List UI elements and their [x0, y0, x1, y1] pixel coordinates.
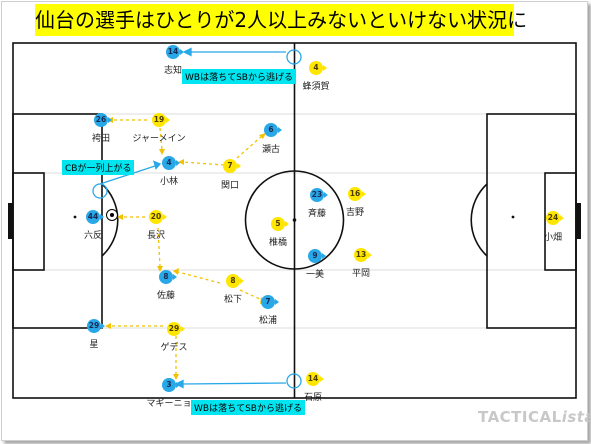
blue-player-name: 松浦	[258, 316, 278, 326]
left-penalty-arc	[101, 183, 119, 257]
blue-player-name: 一美	[305, 270, 325, 280]
yellow-player-marker: 14	[306, 372, 324, 386]
yellow-player-marker: 13	[354, 248, 372, 262]
right-penalty-spot	[511, 215, 515, 219]
yellow-arrowhead-10	[173, 374, 179, 380]
target-circle-top	[286, 49, 302, 65]
yellow-player-marker: 19	[152, 113, 170, 127]
yellow-press-arrow-3	[182, 161, 225, 166]
yellow-press-arrow-6	[157, 227, 161, 268]
blue-player-name: 斉藤	[307, 209, 327, 219]
blue-arrowhead-middle	[153, 160, 162, 170]
yellow-press-arrow-4	[236, 135, 263, 159]
yellow-player-marker: 5	[271, 217, 289, 231]
blue-arrowhead-top	[182, 47, 192, 57]
yellow-player-name: 石原	[303, 393, 323, 403]
blue-player-name: 瀬古	[261, 145, 281, 155]
blue-player-marker: 23	[310, 188, 328, 202]
blue-player-marker: 7	[261, 295, 279, 309]
yellow-player-marker: 16	[348, 187, 366, 201]
blue-run-arrow-bottom	[181, 382, 287, 385]
blue-player-marker: 44	[86, 210, 104, 224]
yellow-player-name: 吉野	[345, 208, 365, 218]
note-top: WBは落ちてSBから逃げる	[182, 69, 296, 84]
yellow-arrowhead-4	[259, 133, 266, 139]
yellow-player-name: 小畑	[543, 233, 563, 243]
yellow-player-name: 平岡	[351, 269, 371, 279]
yellow-player-marker: 4	[309, 61, 327, 75]
blue-player-marker: 3	[162, 378, 180, 392]
center-spot	[292, 218, 297, 222]
brand-part-2: ista	[561, 408, 591, 426]
yellow-player-name: 長沢	[146, 231, 166, 241]
blue-player-marker: 14	[166, 45, 184, 59]
right-goal	[576, 203, 581, 239]
blue-player-name: 志知	[163, 66, 183, 76]
note-middle: CBが一列上がる	[62, 160, 135, 175]
note-bottom: WBは落ちてSBから逃げる	[191, 400, 305, 415]
yellow-player-marker: 8	[226, 274, 244, 288]
yellow-player-name: ゲデス	[160, 343, 188, 353]
brand-part-1: TACTICAL	[478, 408, 562, 426]
brand-watermark: TACTICALista	[478, 408, 591, 426]
blue-player-name: 星	[89, 340, 99, 350]
right-penalty-box	[486, 113, 577, 329]
yellow-player-name: 蜂須賀	[302, 82, 330, 92]
yellow-arrowhead-9	[105, 323, 111, 329]
yellow-player-marker: 24	[546, 211, 564, 225]
left-penalty-spot	[73, 215, 77, 219]
blue-player-name: 佐藤	[156, 291, 176, 301]
yellow-arrowhead-3	[178, 159, 184, 165]
blue-player-marker: 9	[308, 249, 326, 263]
blue-player-name: 六反	[83, 231, 103, 241]
yellow-player-name: 関口	[220, 181, 240, 191]
left-goal	[8, 203, 13, 239]
left-goal-area	[12, 172, 45, 271]
yellow-player-name: 椎橋	[268, 238, 288, 248]
blue-player-name: 袴田	[91, 134, 111, 144]
blue-player-name: 小林	[159, 177, 179, 187]
yellow-player-marker: 29	[167, 322, 185, 336]
yellow-arrowhead-2	[159, 149, 165, 155]
yellow-player-marker: 7	[223, 159, 241, 173]
blue-run-arrow-middle	[99, 165, 156, 185]
target-circle-left	[92, 183, 108, 199]
yellow-press-arrow-8	[239, 289, 263, 301]
yellow-arrowhead-5	[117, 214, 123, 220]
blue-player-marker: 4	[162, 156, 180, 170]
blue-player-marker: 29	[87, 319, 105, 333]
ball-icon	[106, 209, 118, 221]
yellow-player-name: ジャーメイン	[132, 134, 186, 144]
right-penalty-arc	[470, 183, 488, 257]
yellow-player-name: 松下	[223, 295, 243, 305]
yellow-arrowhead-7	[173, 268, 179, 275]
blue-player-name: マギーニョ	[146, 399, 192, 409]
center-circle	[244, 170, 345, 270]
blue-player-marker: 8	[159, 270, 177, 284]
target-circle-bottom	[286, 373, 302, 389]
diagram-title: 仙台の選手はひとりが2人以上みないといけない状況に	[35, 4, 527, 36]
yellow-press-arrow-7	[177, 271, 221, 284]
yellow-player-marker: 20	[149, 210, 167, 224]
blue-player-marker: 6	[264, 123, 282, 137]
blue-player-marker: 26	[94, 113, 112, 127]
yellow-press-arrow-2	[159, 127, 163, 151]
yellow-arrowhead-6	[157, 266, 163, 272]
